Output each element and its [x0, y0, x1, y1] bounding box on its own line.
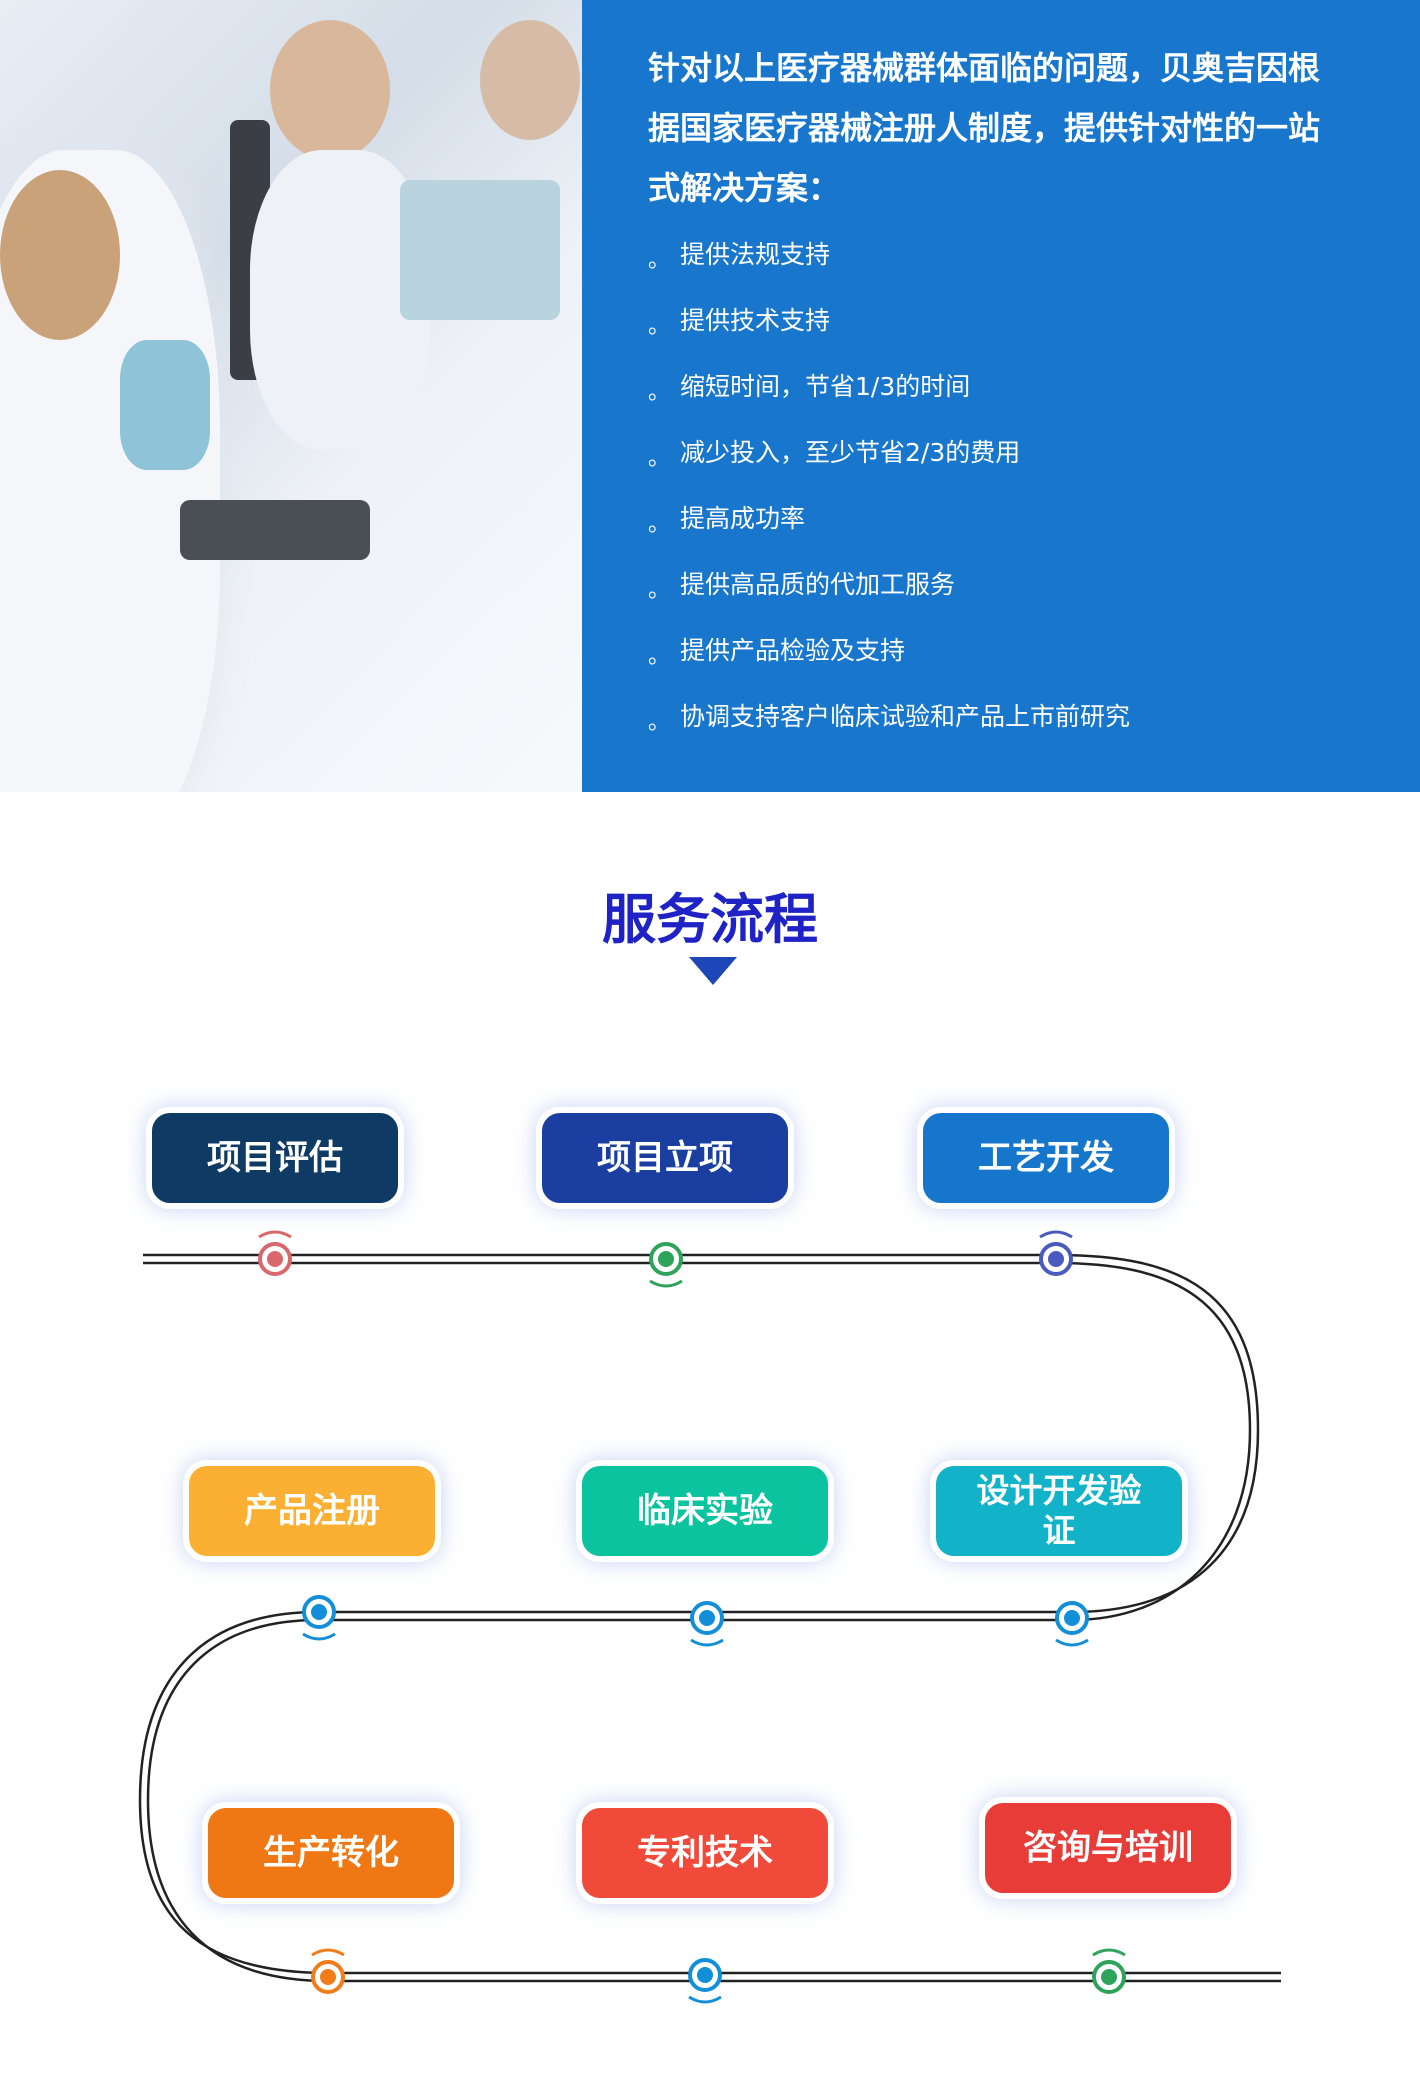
bullet-item: 。提供法规支持: [648, 232, 830, 274]
milestone-marker-icon: [690, 1601, 724, 1647]
milestone-marker-icon: [1039, 1230, 1073, 1276]
step-8: 专利技术: [576, 1802, 834, 1904]
bullet-dot: 。: [648, 578, 671, 603]
bullet-item: 。提供产品检验及支持: [648, 628, 905, 670]
bullet-dot: 。: [648, 512, 671, 537]
milestone-marker-icon: [302, 1595, 336, 1641]
milestone-marker-icon: [1055, 1601, 1089, 1647]
bullet-item: 。提供技术支持: [648, 298, 830, 340]
step-2: 项目立项: [536, 1107, 794, 1209]
bullet-dot: 。: [648, 248, 671, 273]
solution-panel: 针对以上医疗器械群体面临的问题，贝奥吉因根据国家医疗器械注册人制度，提供针对性的…: [582, 0, 1420, 792]
milestone-marker-icon: [1092, 1948, 1126, 1994]
bullet-item: 。减少投入，至少节省2/3的费用: [648, 430, 1020, 472]
step-1: 项目评估: [146, 1107, 404, 1209]
milestone-marker-icon: [649, 1242, 683, 1288]
step-4: 设计开发验证: [930, 1460, 1188, 1562]
bullet-dot: 。: [648, 446, 671, 471]
bullet-text: 提供高品质的代加工服务: [680, 570, 956, 599]
bullet-text: 提高成功率: [680, 504, 806, 533]
process-title: 服务流程: [602, 888, 818, 951]
bullet-text: 减少投入，至少节省2/3的费用: [680, 438, 1021, 467]
bullet-dot: 。: [648, 710, 671, 735]
milestone-marker-icon: [311, 1948, 345, 1994]
step-6: 产品注册: [183, 1460, 441, 1562]
bullet-dot: 。: [648, 314, 671, 339]
bullet-text: 缩短时间，节省1/3的时间: [680, 372, 971, 401]
bullet-text: 提供法规支持: [680, 240, 831, 269]
bullet-text: 协调支持客户临床试验和产品上市前研究: [680, 702, 1131, 731]
bullet-item: 。协调支持客户临床试验和产品上市前研究: [648, 694, 1130, 736]
bullet-dot: 。: [648, 644, 671, 669]
step-7: 生产转化: [202, 1802, 460, 1904]
step-5: 临床实验: [576, 1460, 834, 1562]
bullet-item: 。提高成功率: [648, 496, 805, 538]
step-9: 咨询与培训: [979, 1797, 1237, 1899]
step-3: 工艺开发: [917, 1107, 1175, 1209]
solution-lead: 针对以上医疗器械群体面临的问题，贝奥吉因根据国家医疗器械注册人制度，提供针对性的…: [648, 49, 1321, 207]
bullet-dot: 。: [648, 380, 671, 405]
lab-photo: [0, 0, 582, 792]
milestone-marker-icon: [688, 1958, 722, 2004]
triangle-down-icon: [689, 957, 737, 985]
bullet-item: 。提供高品质的代加工服务: [648, 562, 955, 604]
bullet-text: 提供技术支持: [680, 306, 831, 335]
bullet-text: 提供产品检验及支持: [680, 636, 906, 665]
milestone-marker-icon: [258, 1230, 292, 1276]
bullet-item: 。缩短时间，节省1/3的时间: [648, 364, 970, 406]
